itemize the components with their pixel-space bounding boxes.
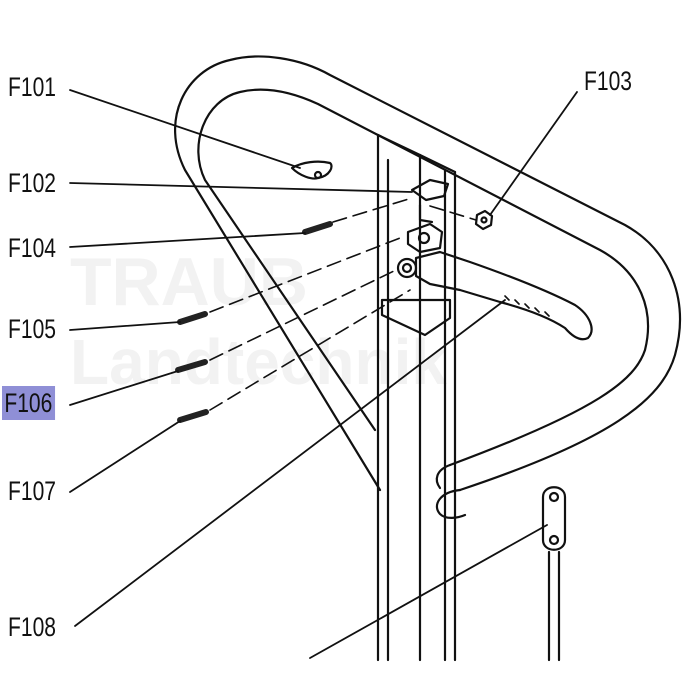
label-f102: F102 bbox=[8, 168, 57, 198]
handle-frame-outer bbox=[174, 55, 682, 492]
latch-part bbox=[410, 178, 450, 202]
lever-ribs bbox=[504, 295, 550, 317]
link-plate bbox=[541, 486, 567, 551]
label-f104: F104 bbox=[8, 233, 57, 263]
pivot-upper-pin bbox=[417, 231, 431, 245]
label-f108: F108 bbox=[8, 612, 57, 642]
pivot-lower-pin bbox=[401, 262, 413, 274]
handle-frame-end bbox=[435, 488, 467, 519]
label-f103: F103 bbox=[584, 66, 633, 96]
pin-f104 bbox=[302, 221, 333, 235]
nut-hole bbox=[480, 216, 488, 224]
latch-arm bbox=[418, 203, 434, 224]
pin-f107 bbox=[177, 409, 209, 423]
handle-frame-inner bbox=[197, 88, 650, 467]
pin-f106 bbox=[175, 359, 208, 373]
label-f101: F101 bbox=[8, 72, 57, 102]
pivot-upper bbox=[406, 222, 444, 254]
column-top bbox=[376, 133, 457, 174]
label-f105: F105 bbox=[8, 314, 57, 344]
pivot-lower bbox=[396, 257, 418, 279]
link-hole-bottom bbox=[548, 534, 560, 546]
leader-lines bbox=[69, 89, 578, 659]
label-f107: F107 bbox=[8, 476, 57, 506]
pin-f105 bbox=[177, 311, 208, 325]
assembly-lines bbox=[209, 197, 477, 411]
bracket-block bbox=[380, 298, 452, 337]
label-f106-highlighted: F106 bbox=[2, 386, 55, 420]
nut-part bbox=[474, 209, 494, 231]
clip-part bbox=[290, 160, 333, 180]
handle-frame-end-inner bbox=[435, 463, 452, 490]
link-hole-top bbox=[548, 491, 560, 503]
hand-lever bbox=[414, 250, 593, 341]
watermark-line-2: Landtechnik bbox=[70, 326, 447, 398]
clip-pin bbox=[313, 170, 323, 180]
